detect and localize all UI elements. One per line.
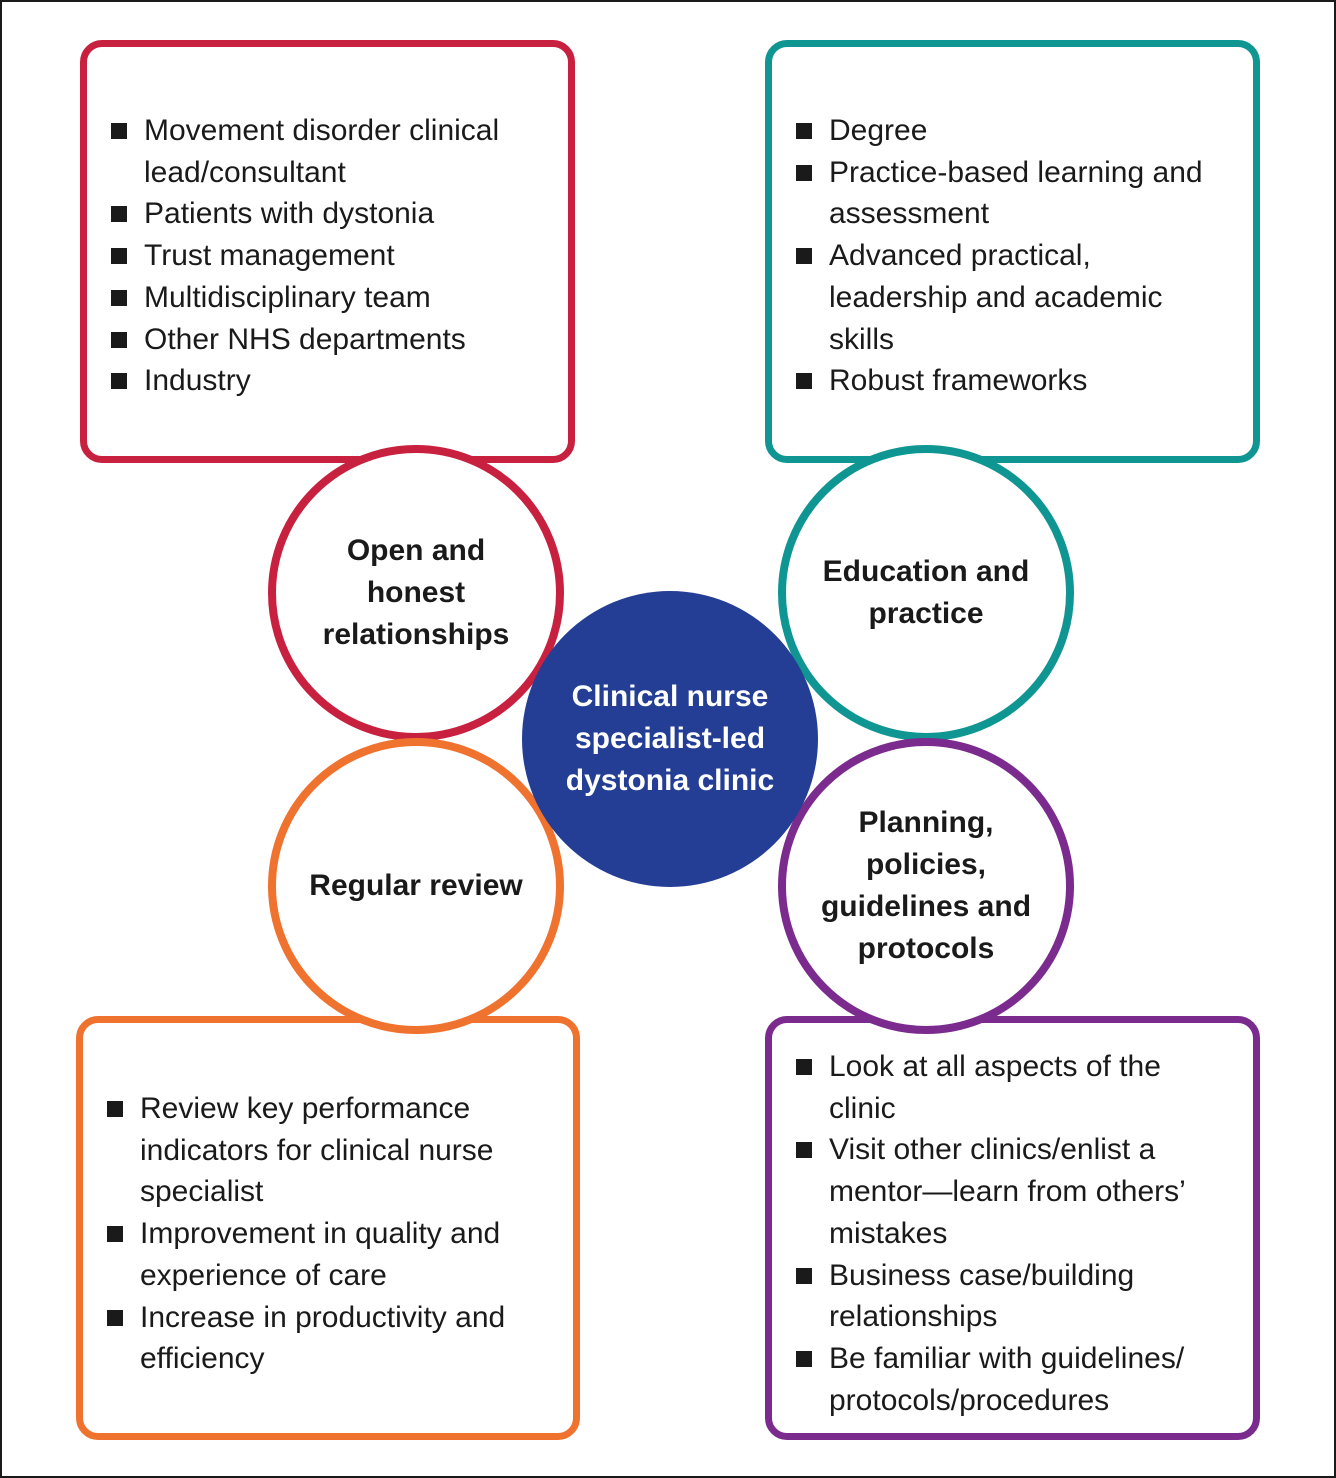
- bullet-square-icon: [796, 1059, 812, 1075]
- education-circle-label: Education and practice: [822, 555, 1030, 630]
- list-item: Improvement in quality and experience of…: [83, 1213, 553, 1296]
- bullet-square-icon: [796, 1267, 812, 1284]
- bullet-square-icon: [796, 373, 812, 390]
- center-circle-label: Clinical nurse specialist-led dystonia c…: [565, 680, 775, 797]
- review-circle: Regular review: [268, 738, 564, 1034]
- list-item: Degree: [772, 110, 1213, 152]
- planning-box: Look at all aspects of the clinic Visit …: [765, 1016, 1260, 1440]
- list-item: Patients with dystonia: [87, 193, 548, 235]
- bullet-square-icon: [796, 123, 812, 139]
- list-item: Business case/building relationships: [772, 1255, 1235, 1338]
- bullet-square-icon: [107, 1226, 123, 1243]
- education-circle: Education and practice: [778, 445, 1074, 741]
- planning-circle-label: Planning, policies, guidelines and proto…: [820, 806, 1032, 965]
- bullet-square-icon: [111, 123, 127, 139]
- bullet-square-icon: [796, 248, 812, 265]
- bullet-square-icon: [107, 1309, 123, 1326]
- review-box: Review key performance indicators for cl…: [76, 1016, 580, 1440]
- list-item: Trust management: [87, 235, 548, 277]
- list-item: Other NHS departments: [87, 319, 548, 361]
- education-list: Degree Practice-based learning and asses…: [772, 110, 1253, 402]
- bullet-square-icon: [796, 1142, 812, 1159]
- bullet-square-icon: [111, 289, 127, 306]
- review-list: Review key performance indicators for cl…: [83, 1088, 573, 1380]
- list-item: Robust frameworks: [772, 360, 1213, 402]
- list-item: Review key performance indicators for cl…: [83, 1088, 553, 1213]
- planning-list: Look at all aspects of the clinic Visit …: [772, 1046, 1253, 1421]
- bullet-square-icon: [111, 373, 127, 390]
- bullet-square-icon: [111, 206, 127, 223]
- list-item: Visit other clinics/enlist a mentor—lear…: [772, 1129, 1235, 1254]
- planning-circle: Planning, policies, guidelines and proto…: [778, 738, 1074, 1034]
- bullet-square-icon: [796, 164, 812, 181]
- bullet-square-icon: [107, 1101, 123, 1117]
- list-item: Look at all aspects of the clinic: [772, 1046, 1235, 1129]
- center-circle: Clinical nurse specialist-led dystonia c…: [522, 591, 818, 887]
- list-item: Industry: [87, 360, 548, 402]
- education-box: Degree Practice-based learning and asses…: [765, 40, 1260, 463]
- list-item: Movement disorder clinical lead/consulta…: [87, 110, 548, 193]
- list-item: Advanced practical, leadership and acade…: [772, 235, 1213, 360]
- list-item: Multidisciplinary team: [87, 277, 548, 319]
- review-circle-label: Regular review: [309, 869, 523, 902]
- relationships-box: Movement disorder clinical lead/consulta…: [80, 40, 575, 463]
- list-item: Practice-based learning and assessment: [772, 152, 1213, 235]
- relationships-list: Movement disorder clinical lead/consulta…: [87, 110, 568, 402]
- bullet-square-icon: [796, 1350, 812, 1367]
- list-item: Increase in productivity and efficiency: [83, 1297, 553, 1380]
- list-item: Be familiar with guidelines/ protocols/p…: [772, 1338, 1235, 1421]
- relationships-circle: Open and honest relationships: [268, 445, 564, 741]
- bullet-square-icon: [111, 331, 127, 348]
- bullet-square-icon: [111, 248, 127, 265]
- relationships-circle-label: Open and honest relationships: [322, 534, 510, 651]
